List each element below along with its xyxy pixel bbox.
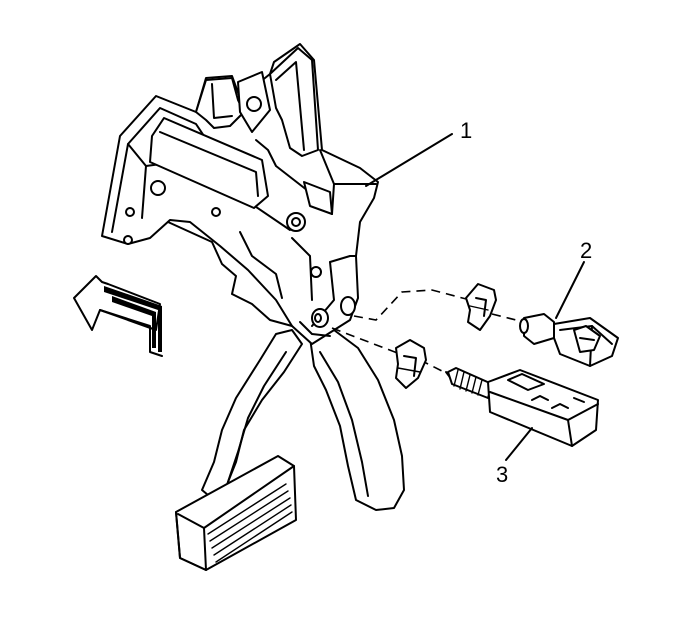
callout-1-label: 1 — [460, 118, 472, 143]
callout-leaders — [365, 133, 585, 461]
lower-switch-retainer — [395, 339, 427, 389]
upper-switch-retainer — [465, 283, 497, 331]
stoplamp-switch — [519, 313, 619, 367]
callout-3-label: 3 — [496, 462, 508, 487]
direction-arrow-icon — [73, 275, 163, 357]
callout-2-label: 2 — [580, 238, 592, 263]
cruise-release-switch — [445, 367, 599, 447]
pedal-pad — [175, 455, 297, 571]
mounting-bracket — [101, 43, 379, 345]
pedal-lever-blade — [309, 329, 405, 511]
